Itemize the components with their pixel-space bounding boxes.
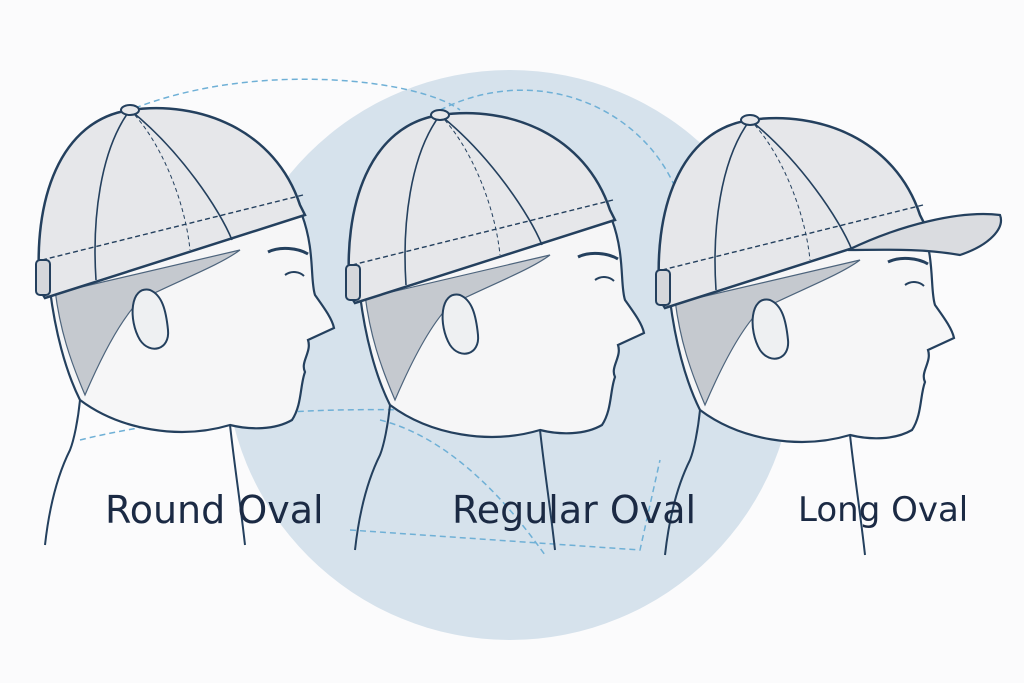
label-round-oval: Round Oval xyxy=(105,488,324,532)
label-regular-oval: Regular Oval xyxy=(452,488,697,532)
label-long-oval: Long Oval xyxy=(798,490,969,530)
cap-brim xyxy=(847,212,1003,257)
head-long-oval xyxy=(654,113,1003,557)
